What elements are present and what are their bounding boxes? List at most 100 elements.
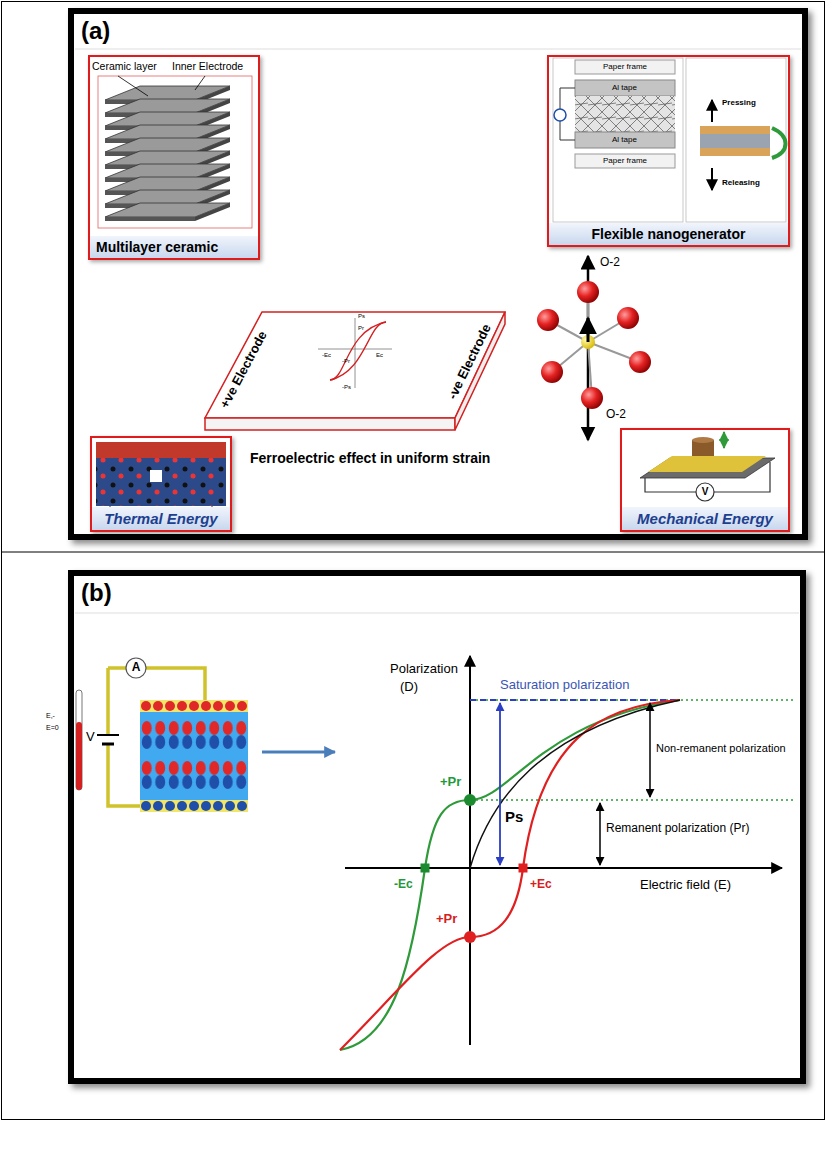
- hysteresis-graph-part: [499, 703, 501, 865]
- box-caption: Thermal Energy: [92, 507, 230, 530]
- molecule-part: [577, 281, 599, 303]
- ion-label: O-2: [600, 256, 620, 270]
- circuit-part: [126, 658, 146, 678]
- scale-label: E,-: [46, 712, 55, 720]
- header-rule-part: [75, 613, 799, 614]
- nanogenerator-figure-part: [575, 96, 675, 132]
- nanogenerator-figure-part: [700, 148, 770, 156]
- circuit: [76, 658, 335, 812]
- table-border-part: [2, 2, 825, 1120]
- thermal-figure-part: [96, 458, 226, 506]
- ferroelectric-slab-part: [205, 312, 505, 418]
- ferroelectric-slab-part: [355, 318, 356, 388]
- nanogenerator-figure-part: [575, 154, 675, 168]
- box-caption: Flexible nanogenerator: [549, 223, 788, 245]
- layer-label: Al tape: [612, 135, 637, 144]
- nanogenerator-figure-part: [575, 60, 675, 74]
- mechanical-figure-part: [696, 483, 714, 501]
- mechanical-figure-part: [692, 437, 714, 443]
- hysteresis-graph-part: [476, 799, 795, 801]
- thermal-figure: [96, 442, 226, 512]
- axis-label: -Pr: [342, 358, 350, 365]
- mechanical-figure: [640, 432, 775, 501]
- circuit-part: [97, 734, 119, 736]
- point-label: +Ec: [530, 878, 552, 892]
- axis-label: Ec: [376, 352, 383, 359]
- ferroelectric-slab-part: [205, 418, 455, 430]
- molecule-part: [629, 351, 651, 373]
- hysteresis-graph-part: [469, 656, 471, 1045]
- table-border: [2, 2, 825, 1120]
- thermal-figure-part: [150, 470, 162, 482]
- figure-caption: Ferroelectric effect in uniform strain: [250, 450, 490, 466]
- molecule-part: [581, 387, 603, 409]
- nanogenerator-figure-part: [700, 134, 770, 148]
- multilayer-stack-part: [195, 76, 205, 90]
- axis-title: (D): [400, 680, 418, 695]
- header-rule: [75, 49, 801, 613]
- quantity-label: Remanent polarization (Pr): [606, 822, 749, 836]
- action-label: Pressing: [722, 98, 756, 107]
- point-label: -Ec: [394, 878, 413, 892]
- thermal-figure-part: [96, 458, 226, 506]
- nanogenerator-figure-part: [575, 132, 675, 148]
- electrode-label: -ve Electrode: [445, 322, 494, 402]
- axis-label: -Ec: [322, 352, 331, 359]
- molecule-part: [617, 307, 639, 329]
- source-label: V: [86, 730, 95, 745]
- axis-label: Pr: [358, 325, 364, 332]
- box-caption: Mechanical Energy: [622, 507, 788, 530]
- meter-label: V: [702, 486, 709, 498]
- action-label: Releasing: [722, 178, 760, 187]
- nanogenerator-figure-part: [575, 80, 675, 96]
- table-border-part: [2, 552, 825, 553]
- thermal-figure-part: [96, 442, 226, 458]
- nanogenerator-figure-part: [772, 128, 786, 158]
- panel-letter: (a): [81, 17, 110, 45]
- quantity-label: Ps: [505, 808, 523, 825]
- hysteresis-graph-part: [649, 703, 651, 797]
- mechanical-figure-part: [723, 432, 725, 448]
- point-label: +Pr: [440, 775, 461, 790]
- axis-title: Polarization: [390, 662, 458, 677]
- hysteresis-graph: [340, 656, 795, 1050]
- energy-box: Thermal Energy: [90, 436, 232, 532]
- hysteresis-graph-part: [519, 864, 528, 873]
- molecule: [537, 256, 651, 440]
- layer-label: Paper frame: [603, 62, 647, 71]
- part-label: Inner Electrode: [172, 60, 243, 72]
- mechanical-figure-part: [648, 456, 766, 472]
- nanogenerator-figure-part: [700, 126, 770, 134]
- axis-title: Electric field (E): [640, 878, 731, 893]
- nanogenerator-figure-part: [575, 96, 675, 132]
- nanogenerator-figure-part: [554, 109, 566, 121]
- circuit-part: [140, 700, 248, 712]
- molecule-part: [541, 361, 563, 383]
- circuit-part: [140, 800, 248, 812]
- multilayer-stack-part: [98, 76, 252, 228]
- circuit-part: [102, 743, 114, 746]
- ferroelectric-slab-part: [330, 322, 386, 380]
- hysteresis-graph-part: [340, 700, 680, 1050]
- ferroelectric-slab-part: [330, 322, 386, 380]
- hysteresis-graph-part: [470, 699, 680, 701]
- meter-label: A: [132, 661, 141, 675]
- multilayer-stack: [98, 76, 252, 228]
- nanogenerator-figure: [553, 58, 786, 222]
- hysteresis-graph-part: [340, 700, 680, 1050]
- box-caption: Multilayer ceramic: [90, 236, 258, 258]
- hysteresis-graph-part: [464, 794, 476, 806]
- nanogenerator-figure-part: [686, 58, 786, 222]
- molecule-part: [587, 318, 590, 342]
- nanogenerator-figure-part: [711, 100, 713, 122]
- nanogenerator-figure-part: [553, 58, 683, 222]
- ferroelectric-slab: [205, 312, 505, 430]
- quantity-label: Non-remanent polarization: [656, 742, 786, 755]
- multilayer-stack-part: [118, 76, 148, 96]
- axis-label: Ps: [358, 313, 365, 320]
- part-label: Ceramic layer: [92, 60, 157, 72]
- ion-label: O-2: [606, 408, 626, 422]
- circuit-part: [140, 700, 248, 712]
- circuit-part: [262, 751, 335, 754]
